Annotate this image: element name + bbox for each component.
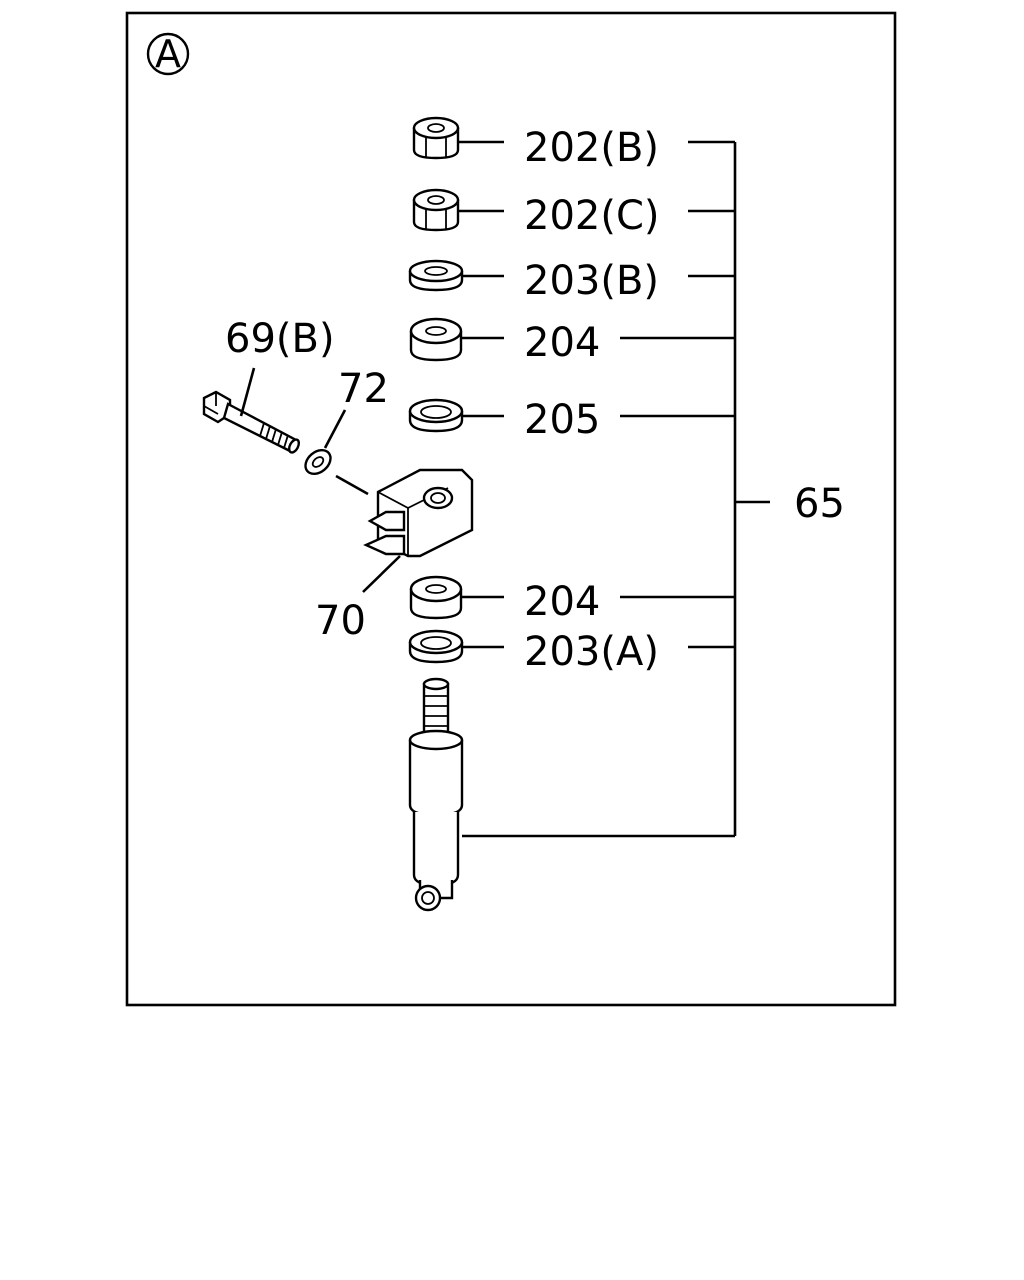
part-72-washer [304,448,332,476]
part-205-retainer [408,398,464,433]
view-marker-a: A [146,32,190,76]
view-marker-label: A [155,32,181,76]
callout-69b: 69(B) [225,316,335,362]
callout-204-bottom: 204 [524,579,600,625]
leader-lines [239,140,770,838]
callout-70: 70 [315,598,366,644]
shock-absorber [408,677,464,912]
part-69b-bolt [202,390,301,454]
diagram-frame [125,11,897,1007]
part-70-bracket [363,468,474,558]
callout-204-top: 204 [524,320,600,366]
callout-72: 72 [338,366,389,412]
part-203b-washer [408,259,464,292]
part-204-top-bushing [409,317,463,362]
callout-202c: 202(C) [524,193,660,239]
part-202b-nut [412,116,460,160]
callout-65: 65 [794,481,845,527]
callout-203a: 203(A) [524,629,659,675]
callout-203b: 203(B) [524,258,659,304]
callout-205: 205 [524,397,600,443]
callout-202b: 202(B) [524,125,659,171]
part-203a-washer [408,629,464,664]
part-204-bottom-bushing [409,575,463,620]
part-202c-nut [412,188,460,232]
